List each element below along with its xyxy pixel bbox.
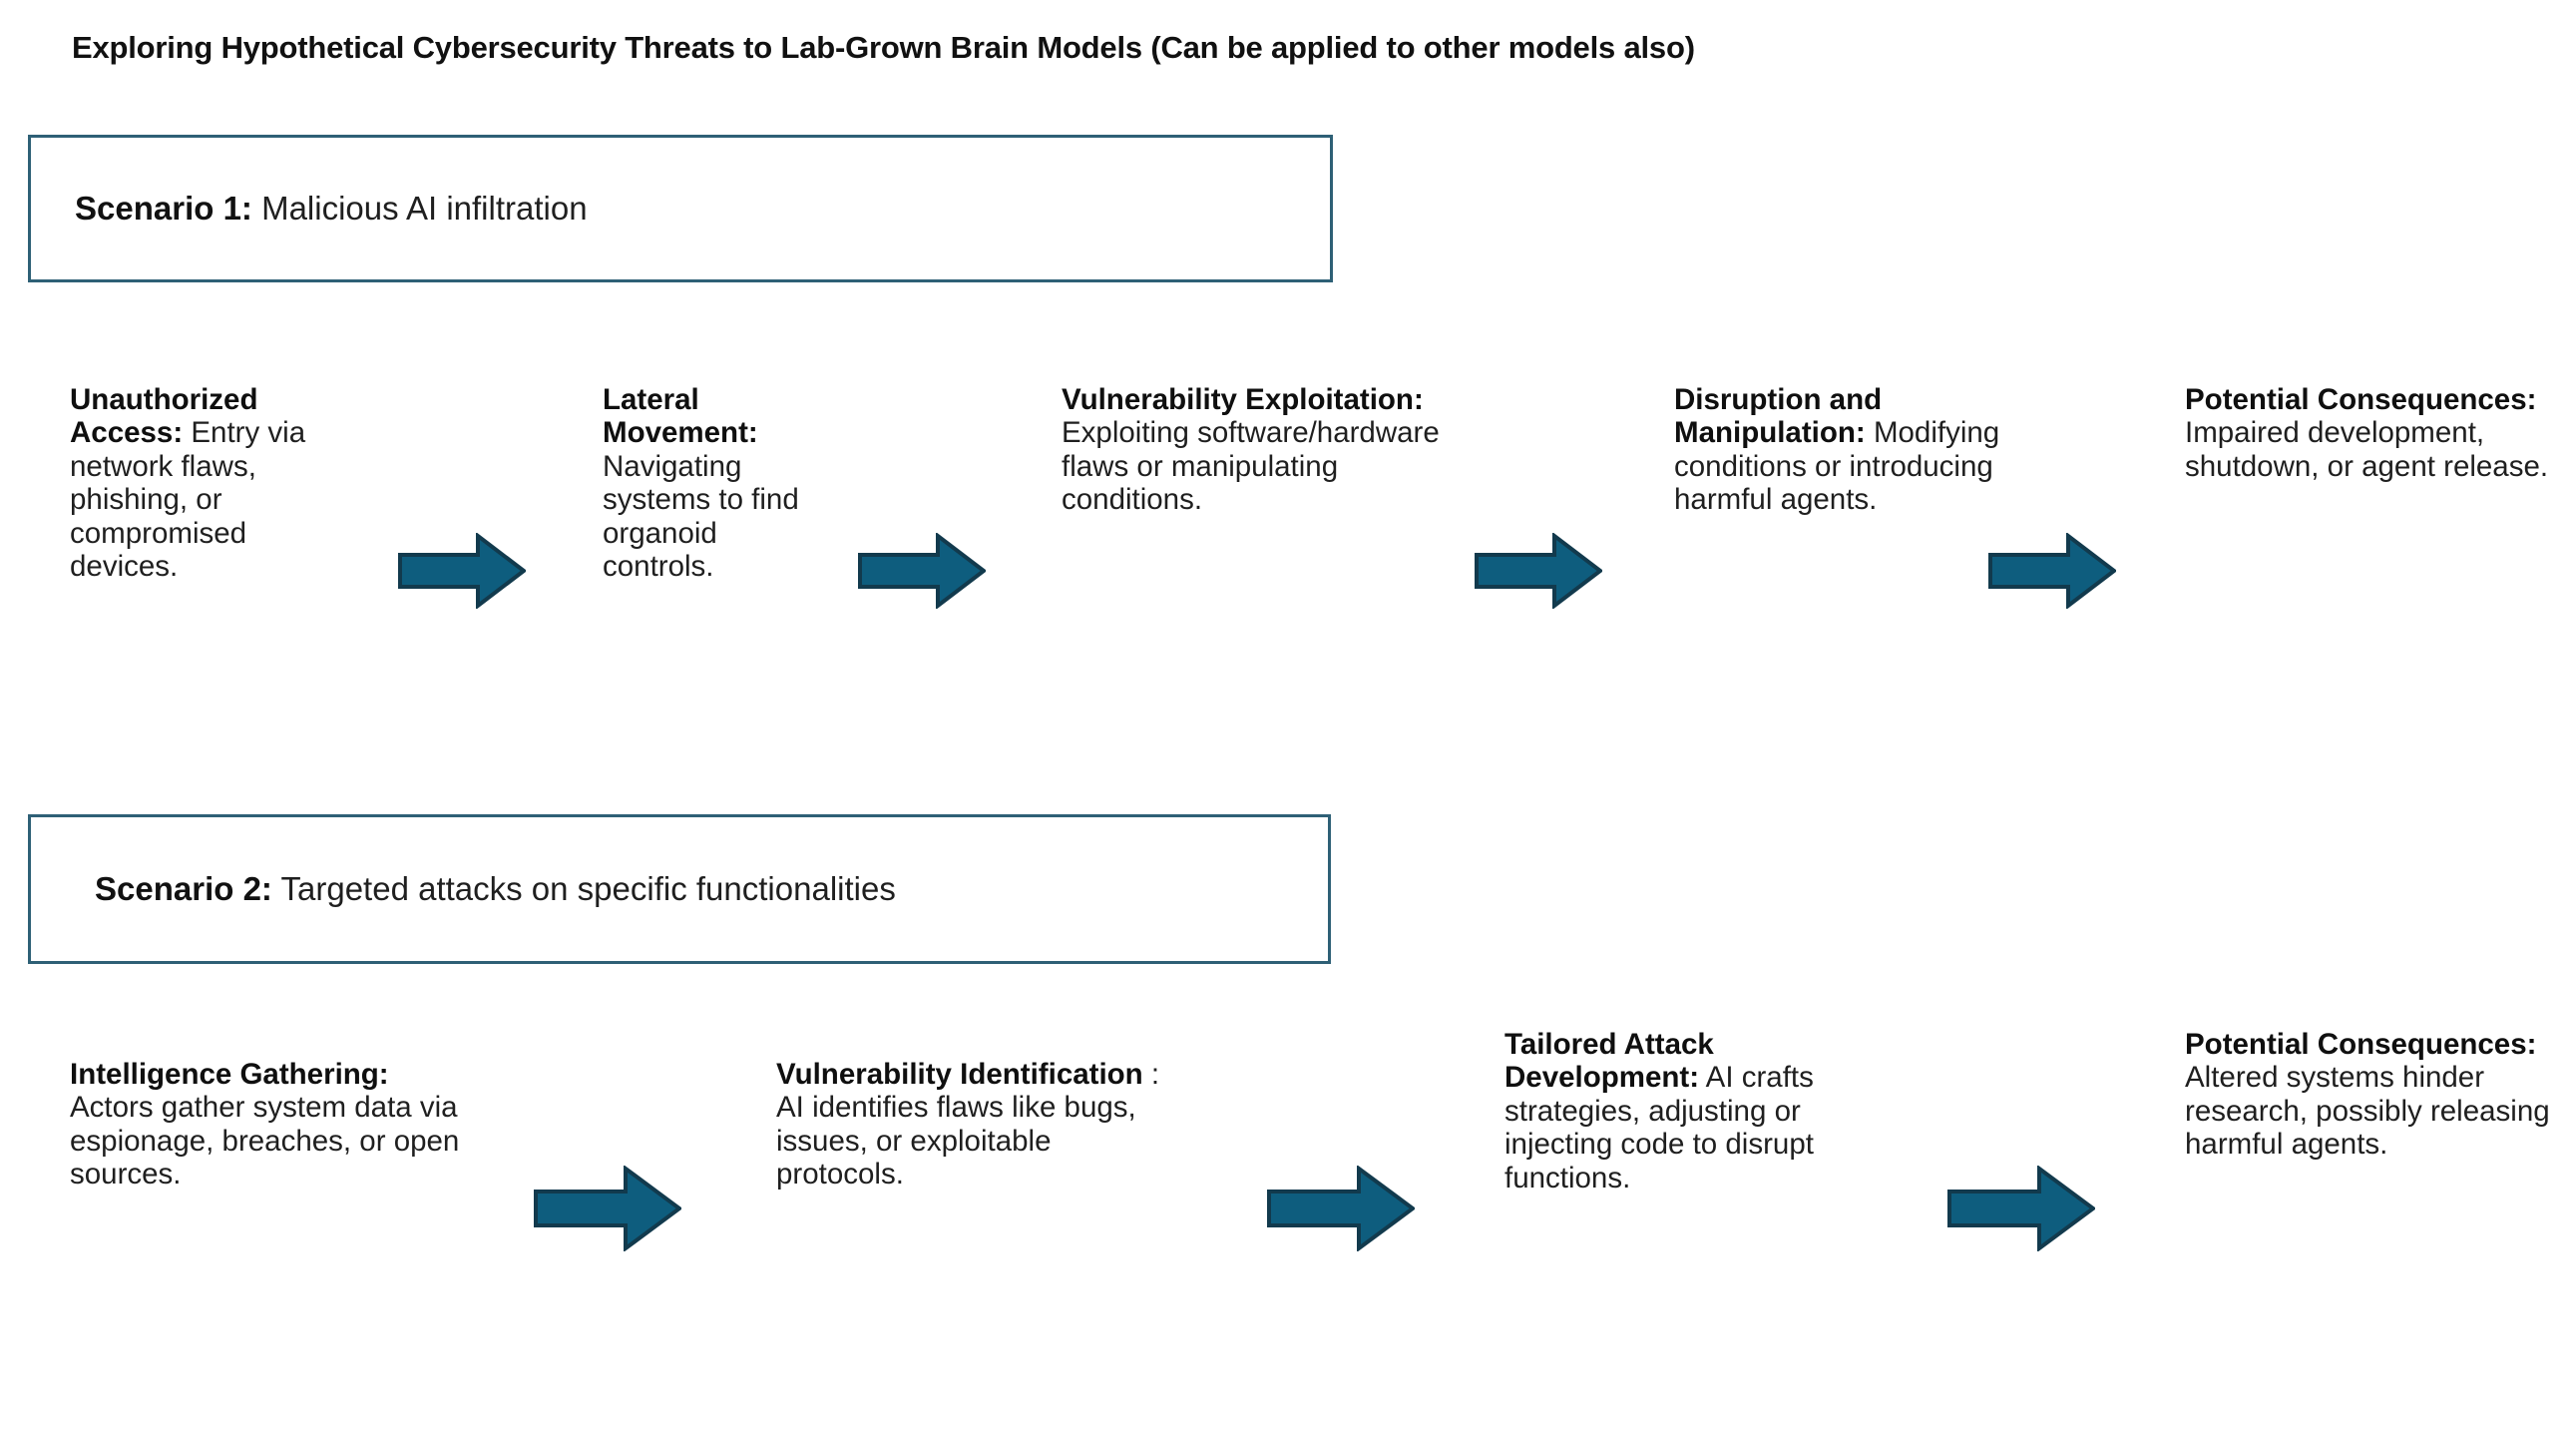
step-heading: Vulnerability Exploitation: xyxy=(1062,383,1424,416)
step-heading: Unauthorized Access: xyxy=(70,383,258,450)
flow-arrow-icon xyxy=(398,533,526,609)
step-tailored-attack-development: Tailored Attack Development: AI crafts s… xyxy=(1504,1028,1874,1195)
flow-arrow-icon xyxy=(858,533,986,609)
scenario-1-banner: Scenario 1: Malicious AI infiltration xyxy=(28,135,1333,282)
step-vulnerability-exploitation: Vulnerability Exploitation: Exploiting s… xyxy=(1062,383,1461,517)
step-heading: Disruption and Manipulation: xyxy=(1674,383,1883,450)
step-lateral-movement: Lateral Movement: Navigating systems to … xyxy=(603,383,802,584)
step-potential-consequences-2: Potential Consequences: Altered systems … xyxy=(2185,1028,2576,1162)
step-body: Navigating systems to find organoid cont… xyxy=(603,449,799,584)
scenario-2-text: Scenario 2: Targeted attacks on specific… xyxy=(31,870,896,908)
step-heading: Potential Consequences: xyxy=(2185,383,2537,416)
step-heading: Tailored Attack Development: xyxy=(1504,1028,1714,1095)
step-unauthorized-access: Unauthorized Access: Entry via network f… xyxy=(70,383,339,584)
step-heading: Vulnerability Identification xyxy=(776,1058,1143,1091)
step-heading: Potential Consequences: xyxy=(2185,1028,2537,1061)
step-potential-consequences-1: Potential Consequences: Impaired develop… xyxy=(2185,383,2576,483)
scenario-1-description: Malicious AI infiltration xyxy=(261,190,588,227)
step-body: Exploiting software/hardware flaws or ma… xyxy=(1062,416,1440,517)
scenario-2-label: Scenario 2: xyxy=(95,870,272,907)
step-body: Actors gather system data via espionage,… xyxy=(70,1091,460,1192)
scenario-1-label: Scenario 1: xyxy=(75,190,252,227)
flow-arrow-icon xyxy=(1988,533,2116,609)
flow-arrow-icon xyxy=(1947,1166,2095,1251)
flow-arrow-icon xyxy=(1475,533,1602,609)
scenario-2-banner: Scenario 2: Targeted attacks on specific… xyxy=(28,814,1331,964)
scenario-2-description: Targeted attacks on specific functionali… xyxy=(280,870,896,907)
step-body: Entry via network flaws, phishing, or co… xyxy=(70,416,306,584)
page-title: Exploring Hypothetical Cybersecurity Thr… xyxy=(72,30,1695,65)
step-heading: Intelligence Gathering: xyxy=(70,1058,389,1091)
flow-arrow-icon xyxy=(1267,1166,1415,1251)
scenario-1-text: Scenario 1: Malicious AI infiltration xyxy=(31,190,588,228)
step-disruption-and-manipulation: Disruption and Manipulation: Modifying c… xyxy=(1674,383,2003,517)
step-intelligence-gathering: Intelligence Gathering: Actors gather sy… xyxy=(70,1058,469,1192)
step-body: AI crafts strategies, adjusting or injec… xyxy=(1504,1061,1814,1195)
step-body: Modifying conditions or introducing harm… xyxy=(1674,416,2000,517)
step-vulnerability-identification: Vulnerability Identification : AI identi… xyxy=(776,1058,1175,1192)
step-body: Altered systems hinder research, possibl… xyxy=(2185,1061,2550,1162)
step-body: : AI identifies flaws like bugs, issues,… xyxy=(776,1058,1160,1192)
step-body: Impaired development, shutdown, or agent… xyxy=(2185,416,2549,483)
step-heading: Lateral Movement: xyxy=(603,383,758,450)
flow-arrow-icon xyxy=(534,1166,681,1251)
